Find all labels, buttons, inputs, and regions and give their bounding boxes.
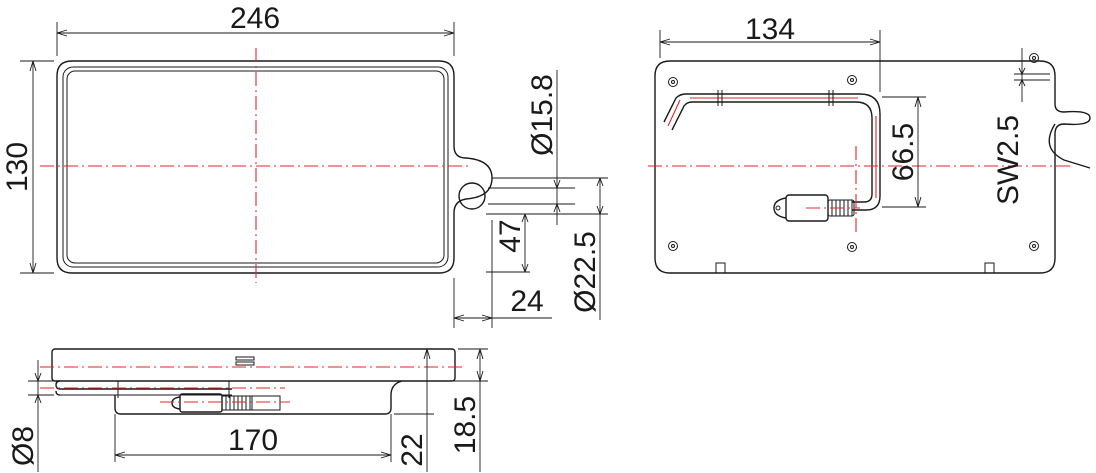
- back-view: 134 66.5 SW2.5: [648, 13, 1091, 274]
- label-front-width: 246: [230, 2, 280, 35]
- dim-handle-height: 66.5: [882, 96, 926, 208]
- back-tab-cut: [1048, 123, 1091, 169]
- dim-back-width: 134: [659, 13, 881, 92]
- front-inner-frame-2: [66, 70, 445, 264]
- dim-side-dia: Ø8: [7, 360, 54, 472]
- heater-rod: [663, 93, 881, 211]
- label-wrench-size: SW2.5: [992, 115, 1025, 205]
- front-view: 246 130 Ø15.8 Ø22.5 47: [1, 2, 608, 328]
- foot-right: [984, 262, 995, 274]
- dim-side-length: 170: [114, 414, 392, 462]
- dim-wrench-size: SW2.5: [992, 48, 1050, 205]
- back-outline: [654, 60, 1091, 274]
- label-side-height: 18.5: [449, 396, 482, 454]
- heater-rod-inner: [671, 101, 873, 203]
- label-front-height: 130: [1, 142, 34, 192]
- dim-side-height: 18.5: [394, 348, 488, 472]
- dim-front-height: 130: [1, 60, 54, 274]
- label-side-height-total: 22: [396, 433, 429, 466]
- thermostat-cap: [773, 197, 787, 219]
- dim-tab: Ø15.8 Ø22.5 47 24: [453, 70, 608, 328]
- embossed-text: [235, 356, 255, 366]
- foot-left: [715, 262, 726, 274]
- side-thermostat: [179, 393, 223, 413]
- label-tab-hole-dia: Ø15.8: [526, 74, 559, 156]
- label-side-dia: Ø8: [7, 426, 40, 466]
- side-spring: [221, 395, 253, 411]
- front-outline: [56, 60, 493, 274]
- label-tab-offset: 47: [494, 219, 527, 252]
- label-handle-height: 66.5: [887, 123, 920, 181]
- label-tab-length: 24: [510, 285, 543, 318]
- screw-holes: [668, 53, 1039, 252]
- label-side-length: 170: [228, 424, 278, 457]
- side-view: 170 Ø8 22 18.5: [7, 348, 488, 472]
- dim-side-height-total: 22: [394, 348, 434, 472]
- tab-hole: [458, 182, 486, 210]
- side-plate: [51, 348, 456, 382]
- side-bracket: [114, 380, 403, 415]
- label-back-width: 134: [745, 13, 795, 46]
- label-tab-outer-dia: Ø22.5: [569, 231, 602, 313]
- dim-front-width: 246: [56, 2, 455, 56]
- side-rod: [55, 380, 232, 396]
